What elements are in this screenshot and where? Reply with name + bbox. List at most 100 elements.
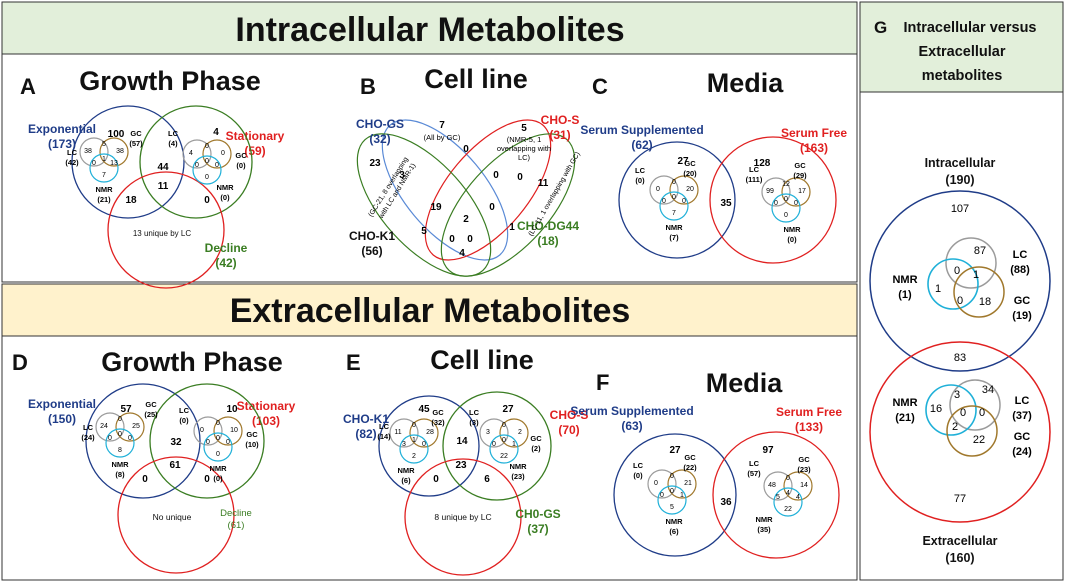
panel-c-serum-supplemented-count: (62) — [631, 138, 652, 152]
panel-b-letter: B — [360, 74, 376, 99]
intra-region-lc-nmr: 0 — [954, 265, 960, 277]
lc-count: (0) — [633, 471, 643, 480]
panel-a-count-stat-decl: 0 — [204, 195, 210, 206]
gc-count: (32) — [431, 418, 445, 427]
gc-count: (57) — [129, 139, 143, 148]
panel-e-count-s: 27 — [502, 404, 514, 415]
panel-b-region-5: 19 — [430, 202, 442, 213]
region-gc: 28 — [426, 429, 434, 436]
region-lc: 38 — [84, 148, 92, 155]
intra-gc-label: GC — [1014, 295, 1031, 307]
nmr-label: NMR — [665, 223, 683, 232]
lc-label: LC — [379, 422, 390, 431]
intracellular-banner — [1, 1, 858, 55]
panel-a-decline-circle — [107, 171, 225, 289]
panel-e-cho-gs-circle — [404, 458, 522, 576]
panel-e-count-k1-gs: 0 — [433, 474, 439, 485]
region-center: 0 — [118, 431, 122, 438]
panel-e-cho-k1-count: (82) — [355, 427, 376, 441]
extracellular-label: Extracellular — [922, 534, 997, 548]
region-center: 1 — [102, 156, 106, 163]
region-lc-gc: 0 — [670, 473, 674, 480]
extra-gc-count: (24) — [1012, 446, 1032, 458]
region-lc-nmr: 0 — [774, 200, 778, 207]
region-lc-nmr: 0 — [492, 441, 496, 448]
lc-circle — [193, 416, 223, 446]
panel-e-cho-s-circle — [442, 391, 552, 501]
gc-count: (29) — [793, 171, 807, 180]
nmr-label: NMR — [783, 225, 801, 234]
nmr-count: (0) — [213, 474, 223, 483]
intracellular-panel-frame — [1, 53, 858, 283]
region-gc-nmr: 0 — [226, 439, 230, 446]
panel-e-cho-k1-label: CHO-K1 — [343, 412, 389, 426]
count-extracellular-only: 77 — [954, 493, 966, 505]
nmr-count: (7) — [669, 233, 679, 242]
panel-a-count-exponential: 100 — [108, 129, 125, 140]
panel-c: C Media Serum Supplemented (62) Serum Fr… — [580, 68, 847, 264]
region-lc: 48 — [768, 482, 776, 489]
panel-b-region-11: 0 — [467, 234, 473, 245]
extra-region-nmr-gc: 2 — [952, 421, 958, 433]
panel-b-cho-gs-ellipse — [381, 119, 509, 261]
panel-c-count-ss: 27 — [677, 156, 689, 167]
panel-a-exponential-circle — [71, 105, 185, 219]
nmr-label: NMR — [755, 515, 773, 524]
gc-label: GC — [235, 151, 247, 160]
intracellular-count: (190) — [945, 173, 974, 187]
region-lc-nmr: 3 — [402, 441, 406, 448]
region-lc-gc: 0 — [672, 179, 676, 186]
panel-d-count-exponential: 57 — [120, 404, 132, 415]
nmr-label: NMR — [665, 517, 683, 526]
region-gc-nmr: 0 — [422, 441, 426, 448]
panel-e-cho-gs-label: CH0-GS — [515, 507, 560, 521]
panel-f: F Media Serum Supplemented (63) Serum Fr… — [570, 368, 842, 559]
lc-circle — [479, 418, 509, 448]
nmr-circle — [89, 153, 119, 183]
lc-count: (14) — [377, 432, 391, 441]
extra-region-lc-gc: 0 — [979, 407, 985, 419]
lc-circle — [389, 418, 419, 448]
panel-b-note-s-3: LC) — [518, 153, 531, 162]
gc-circle — [202, 139, 232, 169]
region-lc-gc: 0 — [502, 422, 506, 429]
region-lc-gc: 5 — [102, 141, 106, 148]
panel-d-count-exp-decl: 0 — [142, 474, 148, 485]
region-lc: 4 — [189, 150, 193, 157]
lc-count: (0) — [179, 416, 189, 425]
gc-label: GC — [432, 408, 444, 417]
intra-region-lc: 87 — [974, 245, 986, 257]
gc-label: GC — [794, 161, 806, 170]
region-lc-gc: 0 — [118, 416, 122, 423]
panel-b-region-8: 1 — [509, 222, 515, 233]
intra-gc-count: (19) — [1012, 310, 1032, 322]
panel-a-title: Growth Phase — [79, 66, 261, 96]
extra-lc-circle — [949, 379, 1001, 431]
panel-b-region-1: 3 — [399, 170, 405, 181]
region-lc-gc: 12 — [782, 181, 790, 188]
region-center: 0 — [205, 158, 209, 165]
intra-region-nmr: 1 — [935, 283, 941, 295]
region-lc: 0 — [654, 480, 658, 487]
lc-circle — [647, 469, 677, 499]
lc-circle — [649, 175, 679, 205]
panel-a-exponential-label: Exponential — [28, 122, 96, 136]
nmr-circle — [771, 193, 801, 223]
region-nmr: 7 — [102, 172, 106, 179]
panel-b-note-s-1: (NMR-5, 1 — [507, 135, 542, 144]
panel-d-decline-circle — [117, 456, 235, 574]
panel-b-note-s-2: overlapping with — [497, 144, 551, 153]
lc-count: (42) — [65, 158, 79, 167]
panel-b-region-6: 2 — [463, 214, 469, 225]
region-gc: 0 — [221, 150, 225, 157]
panel-a-decline-unique: 13 unique by LC — [133, 229, 191, 238]
gc-label: GC — [798, 455, 810, 464]
extra-lc-label: LC — [1015, 395, 1030, 407]
region-gc: 14 — [800, 482, 808, 489]
panel-d-count-center: 61 — [169, 460, 181, 471]
panel-b-cho-s-label: CHO-S — [541, 113, 580, 127]
panel-b-cho-dg44-ellipse — [440, 133, 576, 277]
panel-d-exponential-count: (150) — [48, 412, 76, 426]
panel-e-cho-s-label: CHO-S — [550, 408, 589, 422]
gc-label: GC — [246, 430, 258, 439]
